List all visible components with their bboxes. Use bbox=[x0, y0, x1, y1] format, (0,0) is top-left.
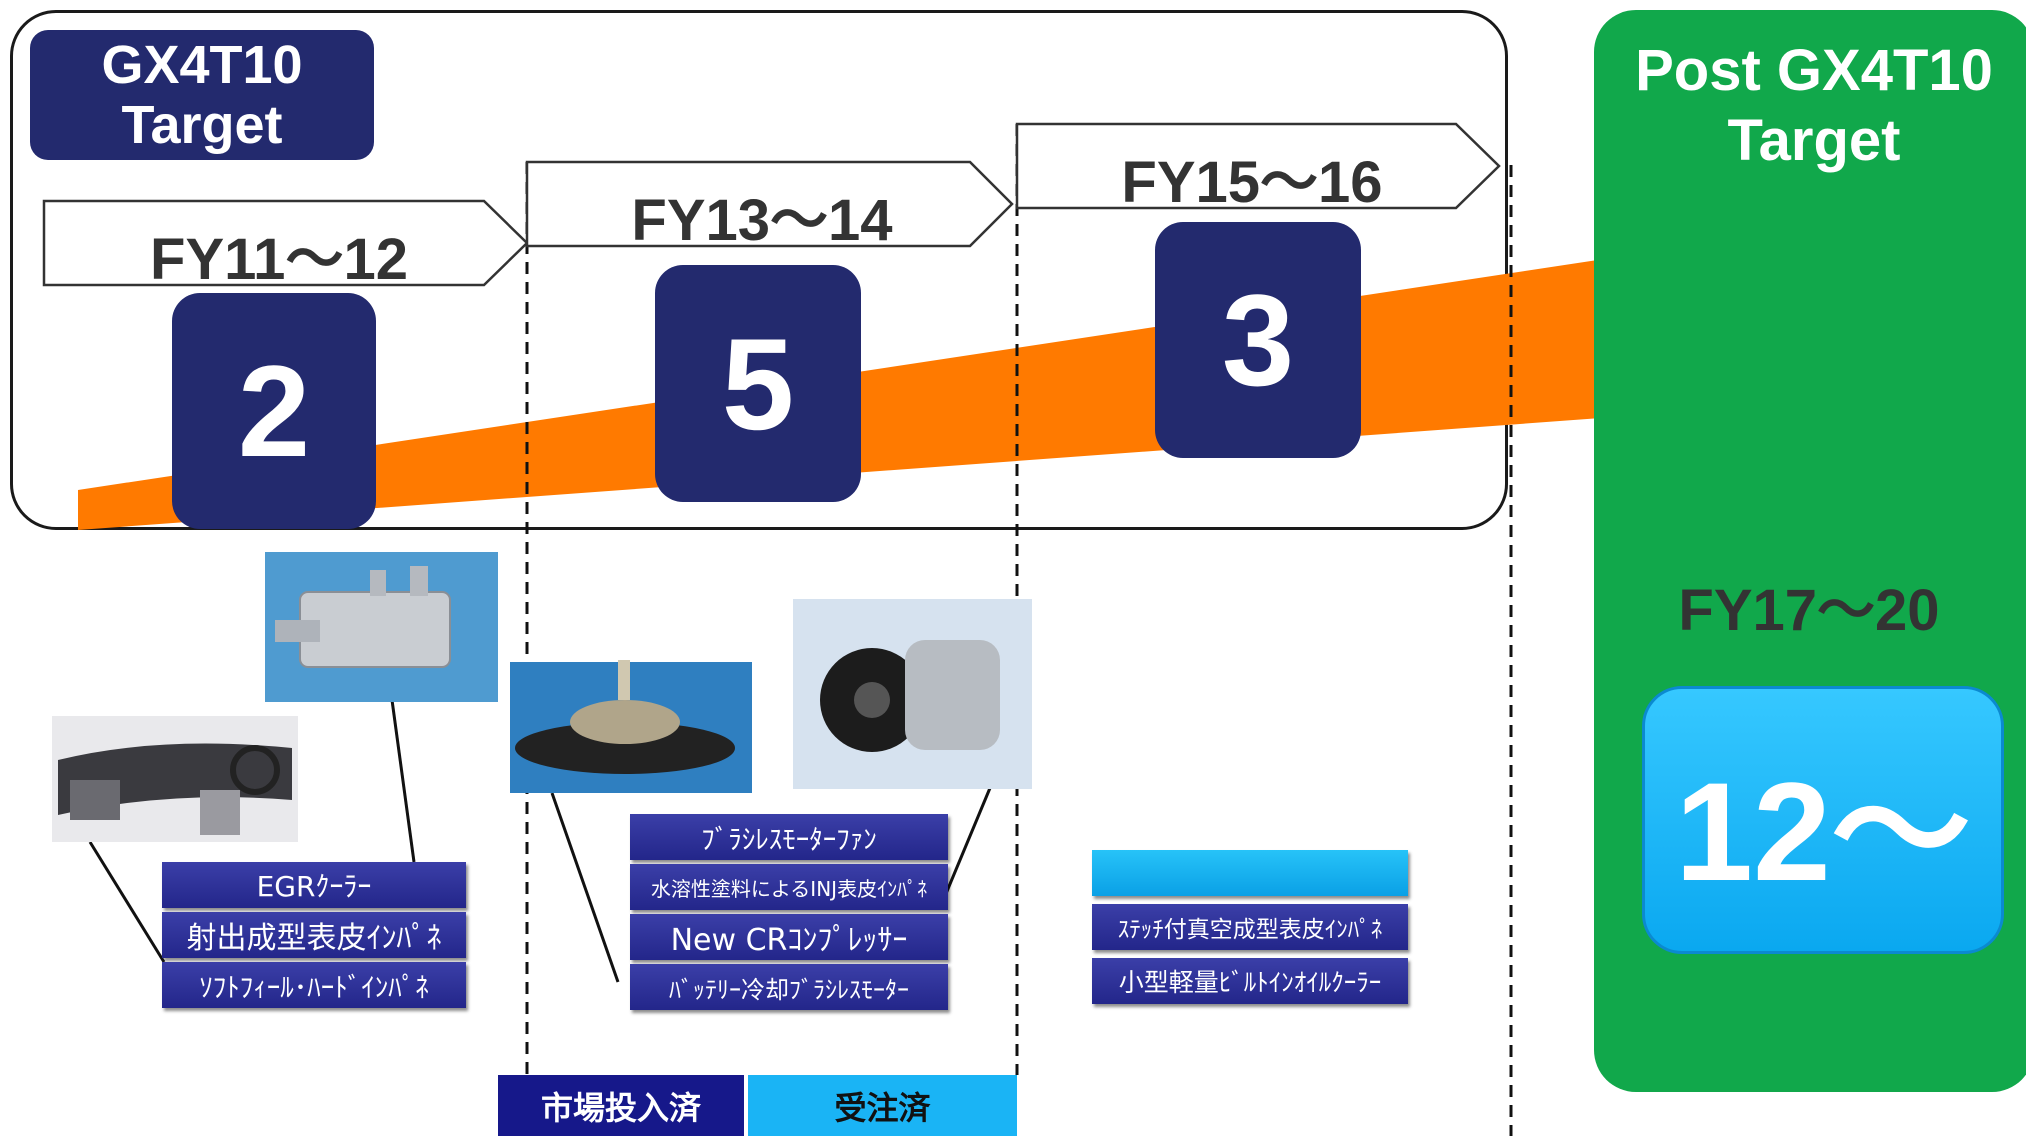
item-label: New CRｺﾝﾌﾟﾚｯｻｰ bbox=[630, 914, 948, 960]
count-fy13: 5 bbox=[655, 265, 861, 502]
item-label: 射出成型表皮ｲﾝﾊﾟﾈ bbox=[162, 912, 466, 958]
gx4t10-target-badge: GX4T10 Target bbox=[30, 30, 374, 160]
growth-arrow bbox=[78, 176, 2026, 530]
target-line1: GX4T10 bbox=[101, 35, 303, 95]
period-label-fy11: FY11〜12 bbox=[150, 227, 408, 292]
target-line2: Target bbox=[121, 95, 283, 155]
legend-launched: 市場投入済 bbox=[498, 1075, 744, 1136]
dashboard-photo bbox=[52, 716, 298, 842]
legend-ordered: 受注済 bbox=[748, 1075, 1017, 1136]
count-fy15: 3 bbox=[1155, 222, 1361, 458]
item-label: 小型軽量ﾋﾞﾙﾄｲﾝｵｲﾙｸｰﾗｰ bbox=[1092, 958, 1408, 1004]
period-label-fy17: FY17〜20 bbox=[1678, 578, 1940, 643]
post-title-line2: Target bbox=[1727, 108, 1901, 173]
count-fy11: 2 bbox=[172, 293, 376, 529]
egr-cooler-photo bbox=[265, 552, 498, 702]
connector-line bbox=[550, 792, 620, 983]
count-fy17: 12〜 bbox=[1642, 686, 2004, 954]
post-title-line1: Post GX4T10 bbox=[1635, 38, 1993, 103]
period-arrow-fy13 bbox=[525, 160, 1014, 248]
period-label-fy13: FY13〜14 bbox=[631, 188, 893, 253]
period-arrow-fy11 bbox=[42, 199, 529, 287]
item-label-blank bbox=[1092, 850, 1408, 896]
post-target-title: Post GX4T10 Target bbox=[1594, 36, 2026, 176]
item-label: ﾊﾞｯﾃﾘｰ冷却ﾌﾞﾗｼﾚｽﾓｰﾀｰ bbox=[630, 964, 948, 1010]
connector-line bbox=[88, 841, 166, 963]
brushless-motor-photo bbox=[510, 660, 752, 793]
item-label: ｿﾌﾄﾌｨｰﾙ･ﾊｰﾄﾞｲﾝﾊﾟﾈ bbox=[162, 962, 466, 1008]
item-label: 水溶性塗料によるINJ表皮ｲﾝﾊﾟﾈ bbox=[630, 864, 948, 910]
compressor-photo bbox=[793, 599, 1032, 789]
item-label: ﾌﾞﾗｼﾚｽﾓｰﾀｰﾌｧﾝ bbox=[630, 814, 948, 860]
connector-line bbox=[938, 787, 992, 909]
period-label-fy15: FY15〜16 bbox=[1121, 150, 1383, 215]
period-arrow-fy15 bbox=[1015, 122, 1501, 210]
item-label: ｽﾃｯﾁ付真空成型表皮ｲﾝﾊﾟﾈ bbox=[1092, 904, 1408, 950]
connector-line bbox=[390, 699, 416, 863]
item-label: EGRｸｰﾗｰ bbox=[162, 862, 466, 908]
